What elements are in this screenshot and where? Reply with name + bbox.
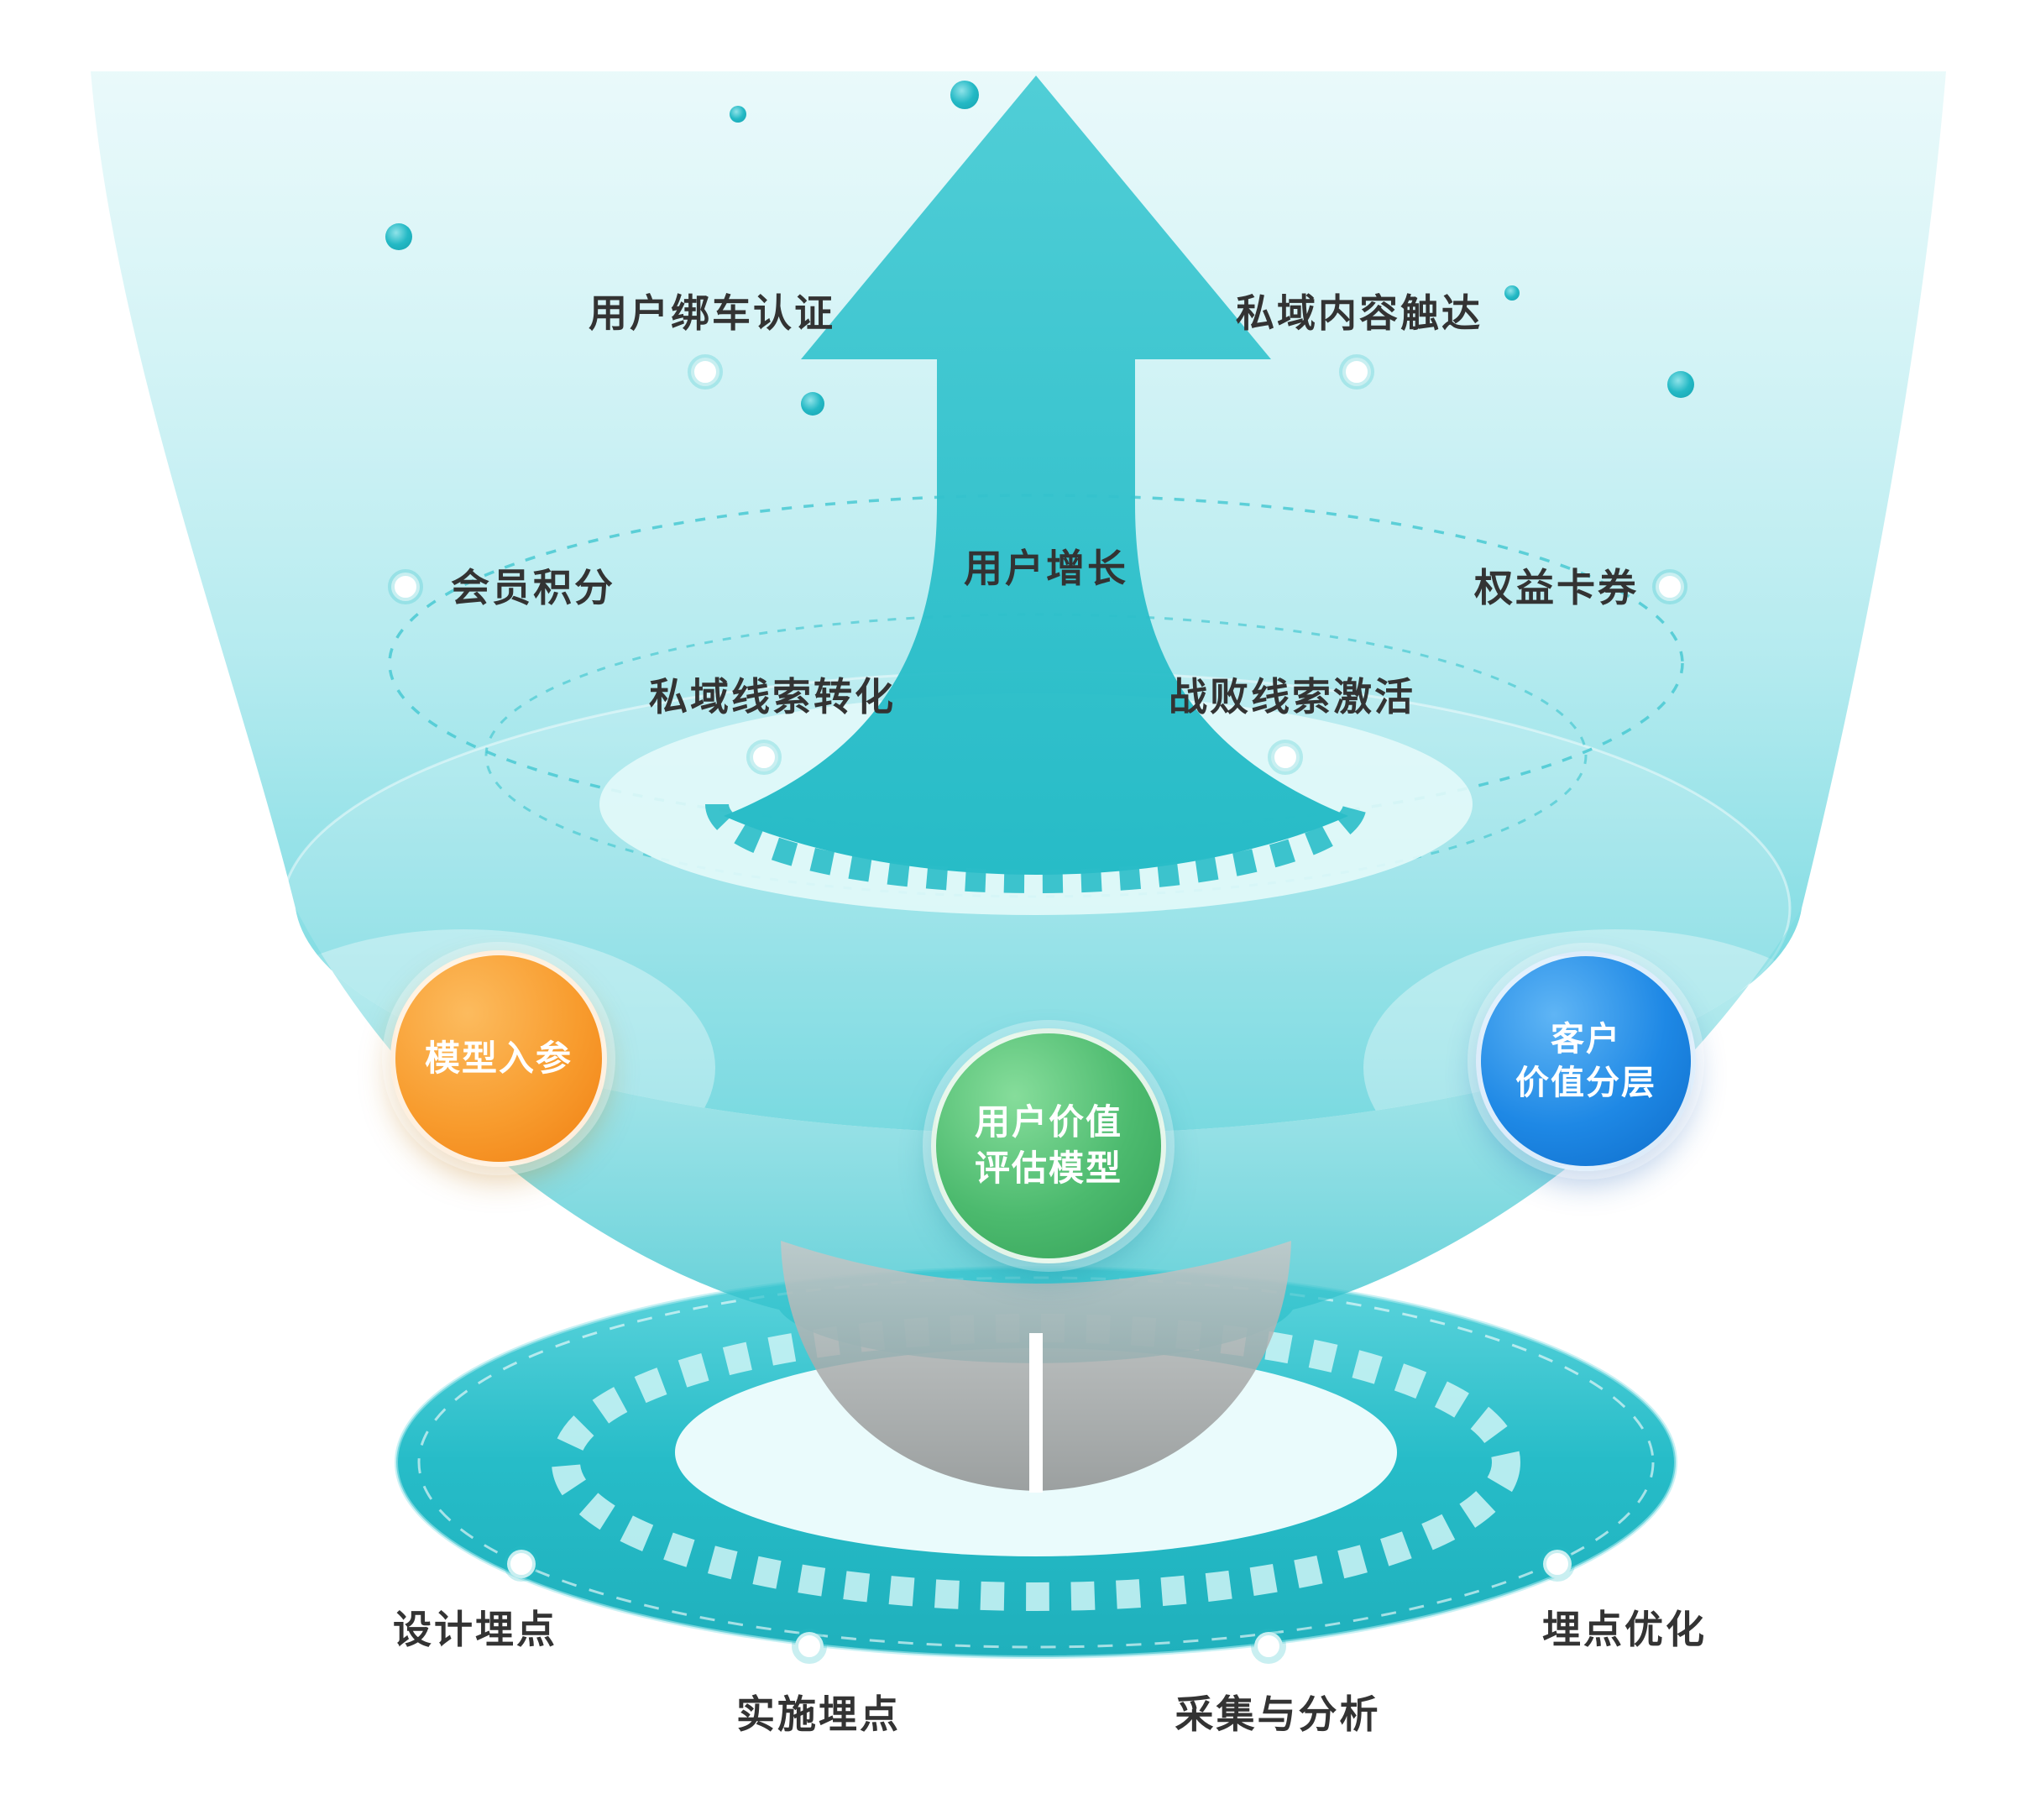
node-customer-value-tiers: 客户 价值分层 xyxy=(1476,951,1696,1171)
ring-tick-marks xyxy=(552,1314,1520,1611)
anchor-dot-lost-lead-activation xyxy=(1268,740,1303,775)
node-value-model-line2: 评估模型 xyxy=(974,1148,1122,1189)
anchor-dot-design-tracking xyxy=(504,1546,539,1582)
dashed-orbit-outer xyxy=(388,494,1684,833)
growth-arrow xyxy=(724,76,1348,875)
anchor-dot-collection-analysis xyxy=(1251,1629,1286,1664)
anchor-dot-rights-coupons xyxy=(1652,569,1687,604)
label-collection-analysis: 采集与分析 xyxy=(1175,1692,1381,1737)
anchor-dot-member-points xyxy=(388,569,423,604)
node-value-model: 用户价值 评估模型 xyxy=(931,1028,1166,1263)
decor-bubbles xyxy=(385,81,1694,416)
label-private-lead-conversion: 私域线索转化 xyxy=(649,674,896,719)
node-customer-value-tiers-line1: 客户 xyxy=(1551,1020,1621,1059)
label-member-points: 会员积分 xyxy=(451,565,615,610)
label-rights-coupons: 权益卡券 xyxy=(1474,565,1639,610)
anchor-dots xyxy=(388,354,1687,1664)
anchor-dot-user-bind-car xyxy=(688,354,723,390)
label-design-tracking: 设计埋点 xyxy=(393,1607,557,1652)
funnel-center-line xyxy=(1029,1333,1043,1493)
label-implement-tracking: 实施埋点 xyxy=(736,1692,901,1737)
label-private-content-reach: 私域内容触达 xyxy=(1236,290,1483,336)
anchor-dot-private-lead-conversion xyxy=(746,740,782,775)
anchor-dot-private-content-reach xyxy=(1339,354,1374,390)
label-lost-lead-activation: 战败线索激活 xyxy=(1169,674,1415,719)
node-model-input: 模型入参 xyxy=(390,950,607,1167)
label-user-bind-car: 用户绑车认证 xyxy=(589,290,835,336)
node-value-model-line1: 用户价值 xyxy=(974,1101,1122,1143)
anchor-dot-tracking-optimization xyxy=(1540,1546,1575,1582)
label-tracking-optimization: 埋点优化 xyxy=(1542,1607,1707,1652)
node-model-input-label: 模型入参 xyxy=(424,1037,573,1079)
label-user-growth: 用户增长 xyxy=(964,546,1128,591)
anchor-dot-implement-tracking xyxy=(792,1629,827,1664)
floor-tick-ring xyxy=(705,803,1367,893)
node-customer-value-tiers-line2: 价值分层 xyxy=(1515,1064,1656,1102)
